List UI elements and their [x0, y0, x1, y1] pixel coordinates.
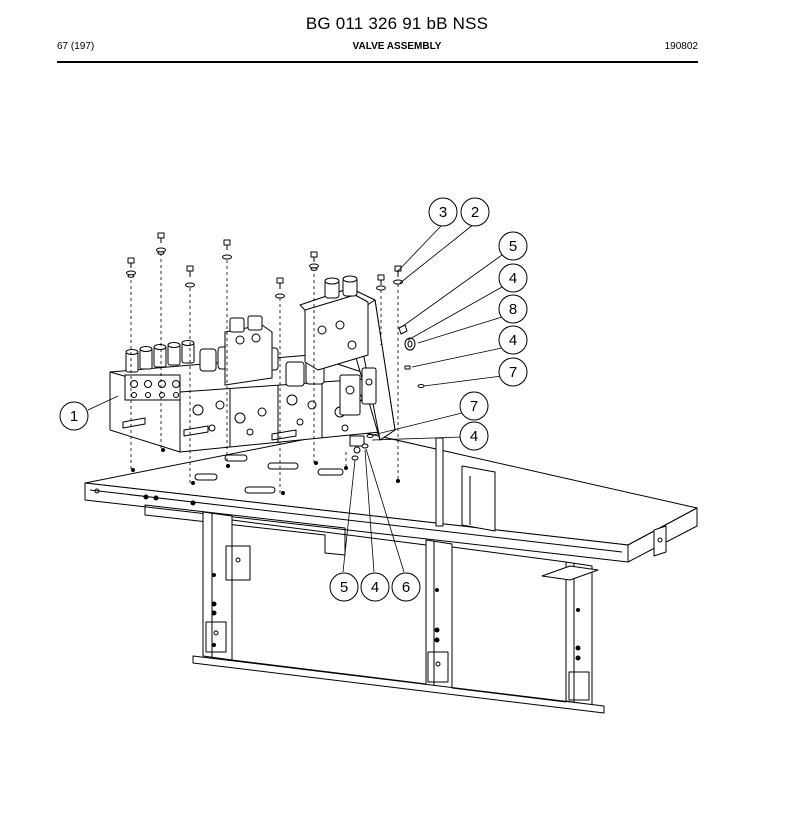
callout-6-label: 6	[402, 579, 410, 596]
callout-4-c: 4	[459, 421, 489, 451]
document-title: BG 011 326 91 bB NSS	[305, 14, 489, 33]
header-rule	[57, 61, 698, 63]
fasteners	[126, 232, 425, 493]
callout-5-bottom: 5	[329, 572, 359, 602]
callout-5-top-label: 5	[509, 238, 517, 255]
callout-7-a: 7	[498, 357, 528, 387]
callout-2-label: 2	[471, 204, 479, 221]
callout-8: 8	[498, 294, 528, 324]
callout-leaders	[87, 223, 503, 573]
callout-4-d-label: 4	[371, 579, 379, 596]
callout-4-d: 4	[360, 572, 390, 602]
callout-2: 2	[460, 197, 490, 227]
callout-7-b: 7	[459, 391, 489, 421]
callout-6: 6	[391, 572, 421, 602]
callout-4-a-label: 4	[509, 270, 517, 287]
date-code: 190802	[664, 41, 698, 52]
section-title: VALVE ASSEMBLY	[352, 41, 442, 52]
callout-4-b: 4	[498, 325, 528, 355]
callout-1: 1	[59, 401, 89, 431]
callout-4-c-label: 4	[470, 428, 478, 445]
callout-8-label: 8	[509, 301, 517, 318]
callout-1-label: 1	[70, 408, 78, 425]
page-number: 67 (197)	[57, 41, 95, 52]
mounting-frame	[84, 429, 698, 714]
callout-5-bottom-label: 5	[340, 579, 348, 596]
valve-bank	[109, 275, 396, 454]
callout-3: 3	[428, 197, 458, 227]
callout-4-a: 4	[498, 263, 528, 293]
callout-4-b-label: 4	[509, 332, 517, 349]
callout-7-b-label: 7	[470, 398, 478, 415]
callout-5-top: 5	[498, 231, 528, 261]
callout-7-a-label: 7	[509, 364, 517, 381]
callout-3-label: 3	[439, 204, 447, 221]
